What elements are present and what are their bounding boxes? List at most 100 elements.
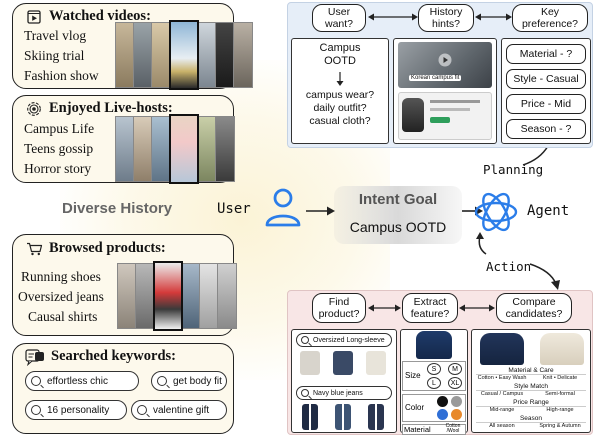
listing-price-badge — [430, 117, 450, 123]
preference-style: Style - Casual — [506, 69, 586, 89]
agent-label: Agent — [527, 203, 570, 219]
double-arrow — [475, 13, 512, 21]
want-title: Campus OOTD — [319, 42, 361, 67]
want-question: campus wear? — [305, 89, 375, 101]
size-option: M — [448, 363, 462, 375]
video-thumbnails — [115, 20, 253, 90]
panel-title: Browsed products: — [49, 240, 166, 256]
thumbnail — [115, 116, 135, 182]
thumbnail — [197, 22, 217, 88]
list-item: Fashion show — [24, 68, 99, 83]
product-image-jeans — [302, 404, 318, 430]
color-swatch-blue — [437, 409, 448, 420]
keyword-text: get body fit — [173, 375, 222, 387]
search-icon — [31, 376, 41, 386]
compare-value-left: Cotton • Easy Wash — [477, 375, 527, 381]
thumbnail — [135, 263, 155, 329]
thumbnail — [233, 22, 253, 88]
thumbnail-highlighted — [153, 261, 183, 331]
size-option: L — [427, 377, 441, 389]
size-option: S — [427, 363, 441, 375]
thumbnail — [133, 116, 153, 182]
searched-keywords-panel: Searched keywords: effortless chic get b… — [12, 343, 234, 434]
want-question: casual cloth? — [309, 115, 371, 127]
thumbnail — [197, 116, 217, 182]
preference-text: Style - Casual — [513, 73, 579, 85]
product-thumbnails — [117, 261, 237, 331]
feature-material-value: Cotton /Wool — [445, 423, 461, 434]
thumbnail — [199, 263, 219, 329]
product-search-bar[interactable]: Oversized Long-sleeve — [296, 333, 392, 347]
shopping-cart-icon — [27, 242, 43, 256]
thumbnail — [117, 263, 137, 329]
user-want-card — [291, 38, 389, 144]
feature-product-image — [416, 331, 452, 359]
search-icon — [137, 405, 147, 415]
compare-price-title: Price Range — [513, 399, 549, 406]
color-swatch-black — [437, 396, 448, 407]
panel-title: Enjoyed Live-hosts: — [49, 100, 173, 116]
keyword-text: valentine gift — [153, 404, 210, 416]
backpack-image — [402, 98, 424, 132]
thumbnail — [181, 263, 201, 329]
action-arrow-down — [529, 263, 560, 290]
list-item: Skiing trial — [24, 48, 85, 63]
compare-divider — [476, 422, 586, 423]
compare-value-right: Semi-formal — [545, 391, 575, 397]
list-item: Horror story — [24, 161, 92, 176]
product-image-jeans — [368, 404, 384, 430]
thumbnail — [133, 22, 153, 88]
intent-goal-box — [334, 186, 462, 244]
keyword-chip: valentine gift — [131, 400, 227, 420]
product-search-bar[interactable]: Navy blue jeans — [296, 386, 392, 400]
thumbnail — [217, 263, 237, 329]
search-icon — [301, 336, 309, 344]
play-icon — [27, 10, 41, 24]
search-query: Oversized Long-sleeve — [313, 336, 385, 344]
thumbnail — [215, 116, 235, 182]
step-compare-candidates: Compare candidates? — [496, 293, 572, 323]
live-host-thumbnails — [115, 114, 235, 184]
compare-material-title: Material & Care — [508, 367, 554, 374]
keyword-chip: get body fit — [151, 371, 227, 391]
keyword-text: 16 personality — [47, 404, 110, 416]
product-image-sweater — [366, 351, 386, 375]
compare-value-right: High-range — [546, 407, 574, 413]
preference-text: Material - ? — [519, 48, 573, 60]
agent-icon — [474, 192, 518, 232]
planning-label: Planning — [483, 162, 544, 177]
size-option: XL — [448, 377, 462, 389]
list-item: Campus Life — [24, 121, 95, 136]
thumbnail-highlighted — [169, 20, 199, 90]
double-arrow — [459, 304, 495, 312]
step-find-product: Find product? — [312, 293, 366, 323]
user-label: User — [217, 201, 251, 217]
preference-text: Season - ? — [520, 123, 572, 135]
thumbnail — [215, 22, 235, 88]
compare-divider — [476, 374, 586, 375]
list-item: Oversized jeans — [18, 289, 104, 304]
list-item: Causal shirts — [28, 309, 98, 324]
search-icon — [157, 376, 167, 386]
search-query: Navy blue jeans — [313, 389, 363, 397]
panel-title: Watched videos: — [49, 8, 151, 24]
product-image-jeans — [335, 404, 351, 430]
keyword-chip: effortless chic — [25, 371, 139, 391]
list-item: Travel vlog — [24, 28, 87, 43]
double-arrow — [368, 13, 418, 21]
compare-divider — [476, 390, 586, 391]
list-item: Running shoes — [21, 269, 101, 284]
thumbnail — [115, 22, 135, 88]
search-icon — [31, 405, 41, 415]
feature-color-label: Color — [405, 403, 425, 412]
intent-goal-value: Campus OOTD — [349, 219, 447, 235]
live-broadcast-icon — [27, 102, 41, 116]
down-arrow — [336, 72, 344, 86]
double-arrow — [368, 304, 401, 312]
preference-text: Price - Mid — [520, 98, 572, 110]
step-text: Extract feature? — [410, 296, 450, 320]
diverse-history-label: Diverse History — [62, 200, 173, 217]
color-swatch-gray — [451, 396, 462, 407]
listing-line — [430, 100, 480, 103]
live-hosts-panel: Enjoyed Live-hosts: Campus Life Teens go… — [12, 95, 235, 184]
